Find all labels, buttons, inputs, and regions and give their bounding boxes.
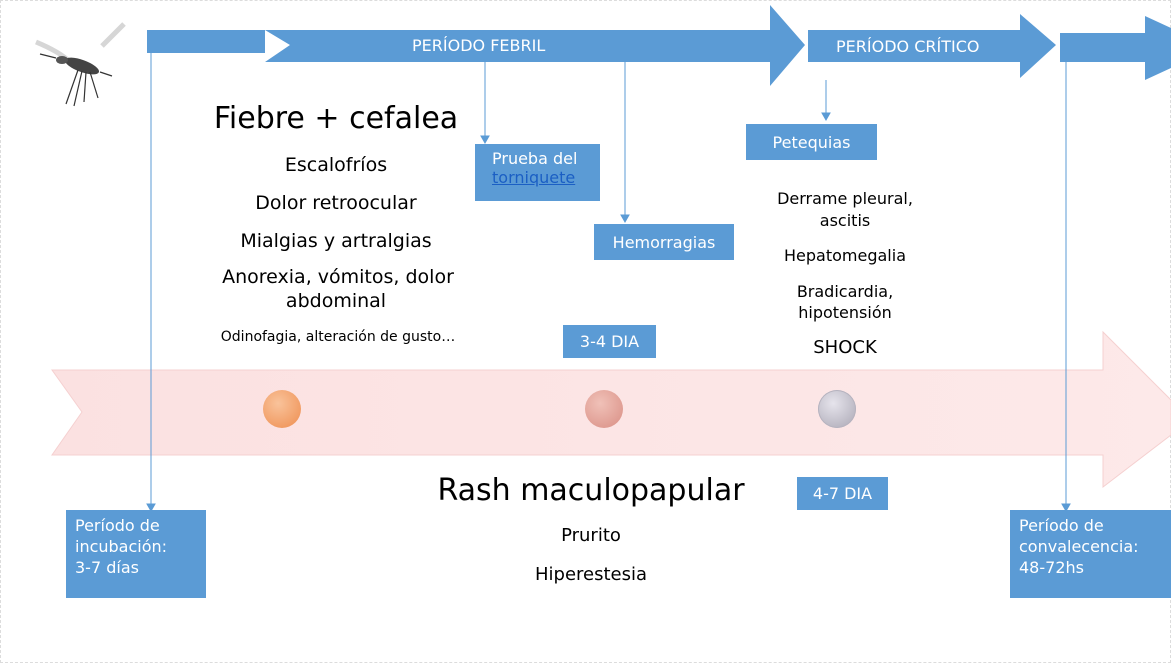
- symptom-item: Odinofagia, alteración de gusto…: [220, 329, 456, 345]
- critical-sign: hipotensión: [798, 303, 892, 322]
- timeline-dot-orange: [263, 390, 301, 428]
- petechiae-box: Petequias: [746, 124, 877, 160]
- phase-label-critico: PERÍODO CRÍTICO: [836, 37, 980, 56]
- symptom-item: Escalofríos: [284, 154, 388, 176]
- tourniquet-link[interactable]: torniquete: [492, 168, 576, 188]
- convalescence-line: 48-72hs: [1019, 557, 1084, 577]
- rash-item: Prurito: [561, 525, 621, 546]
- phase-arrow-end: [1060, 16, 1171, 80]
- timeline-dot-rose: [585, 390, 623, 428]
- phase-arrow-febril: [265, 5, 805, 86]
- convalescence-line: Período de: [1019, 516, 1104, 535]
- incubation-line: 3-7 días: [75, 557, 139, 577]
- phase-arrow-critico: [808, 14, 1056, 78]
- hemorrhage-box: Hemorragias: [594, 224, 734, 260]
- convalescence-box: Período de convalecencia: 48-72hs: [1010, 510, 1171, 598]
- day-4-7-badge: 4-7 DIA: [797, 477, 888, 510]
- tourniquet-test-box: Prueba del torniquete: [475, 144, 600, 201]
- critical-sign: Bradicardia,: [796, 282, 894, 301]
- incubation-box: Período de incubación: 3-7 días: [66, 510, 206, 598]
- day-3-4-badge: 3-4 DIA: [563, 325, 656, 358]
- tourniquet-test-label: Prueba del: [492, 149, 578, 168]
- phase-label-febril: PERÍODO FEBRIL: [412, 36, 546, 55]
- rash-headline: Rash maculopapular: [437, 473, 745, 508]
- incubation-line: incubación:: [75, 536, 168, 556]
- critical-sign: Hepatomegalia: [784, 246, 906, 265]
- critical-sign: ascitis: [819, 211, 871, 230]
- critical-sign: Derrame pleural,: [777, 189, 913, 208]
- incubation-line: Período de: [75, 516, 160, 535]
- mosquito-icon: [35, 22, 126, 107]
- shock-label: SHOCK: [813, 337, 877, 358]
- convalescence-line: convalecencia:: [1019, 536, 1139, 556]
- timeline-dot-gray: [818, 390, 856, 428]
- symptom-item: Anorexia, vómitos, dolor: [222, 266, 454, 288]
- fever-headline: Fiebre + cefalea: [213, 101, 459, 136]
- phase-arrow-start: [147, 30, 265, 53]
- symptom-item: abdominal: [285, 290, 387, 312]
- symptom-item: Dolor retroocular: [255, 192, 417, 214]
- symptom-item: Mialgias y artralgias: [240, 230, 432, 252]
- rash-item: Hiperestesia: [534, 564, 648, 585]
